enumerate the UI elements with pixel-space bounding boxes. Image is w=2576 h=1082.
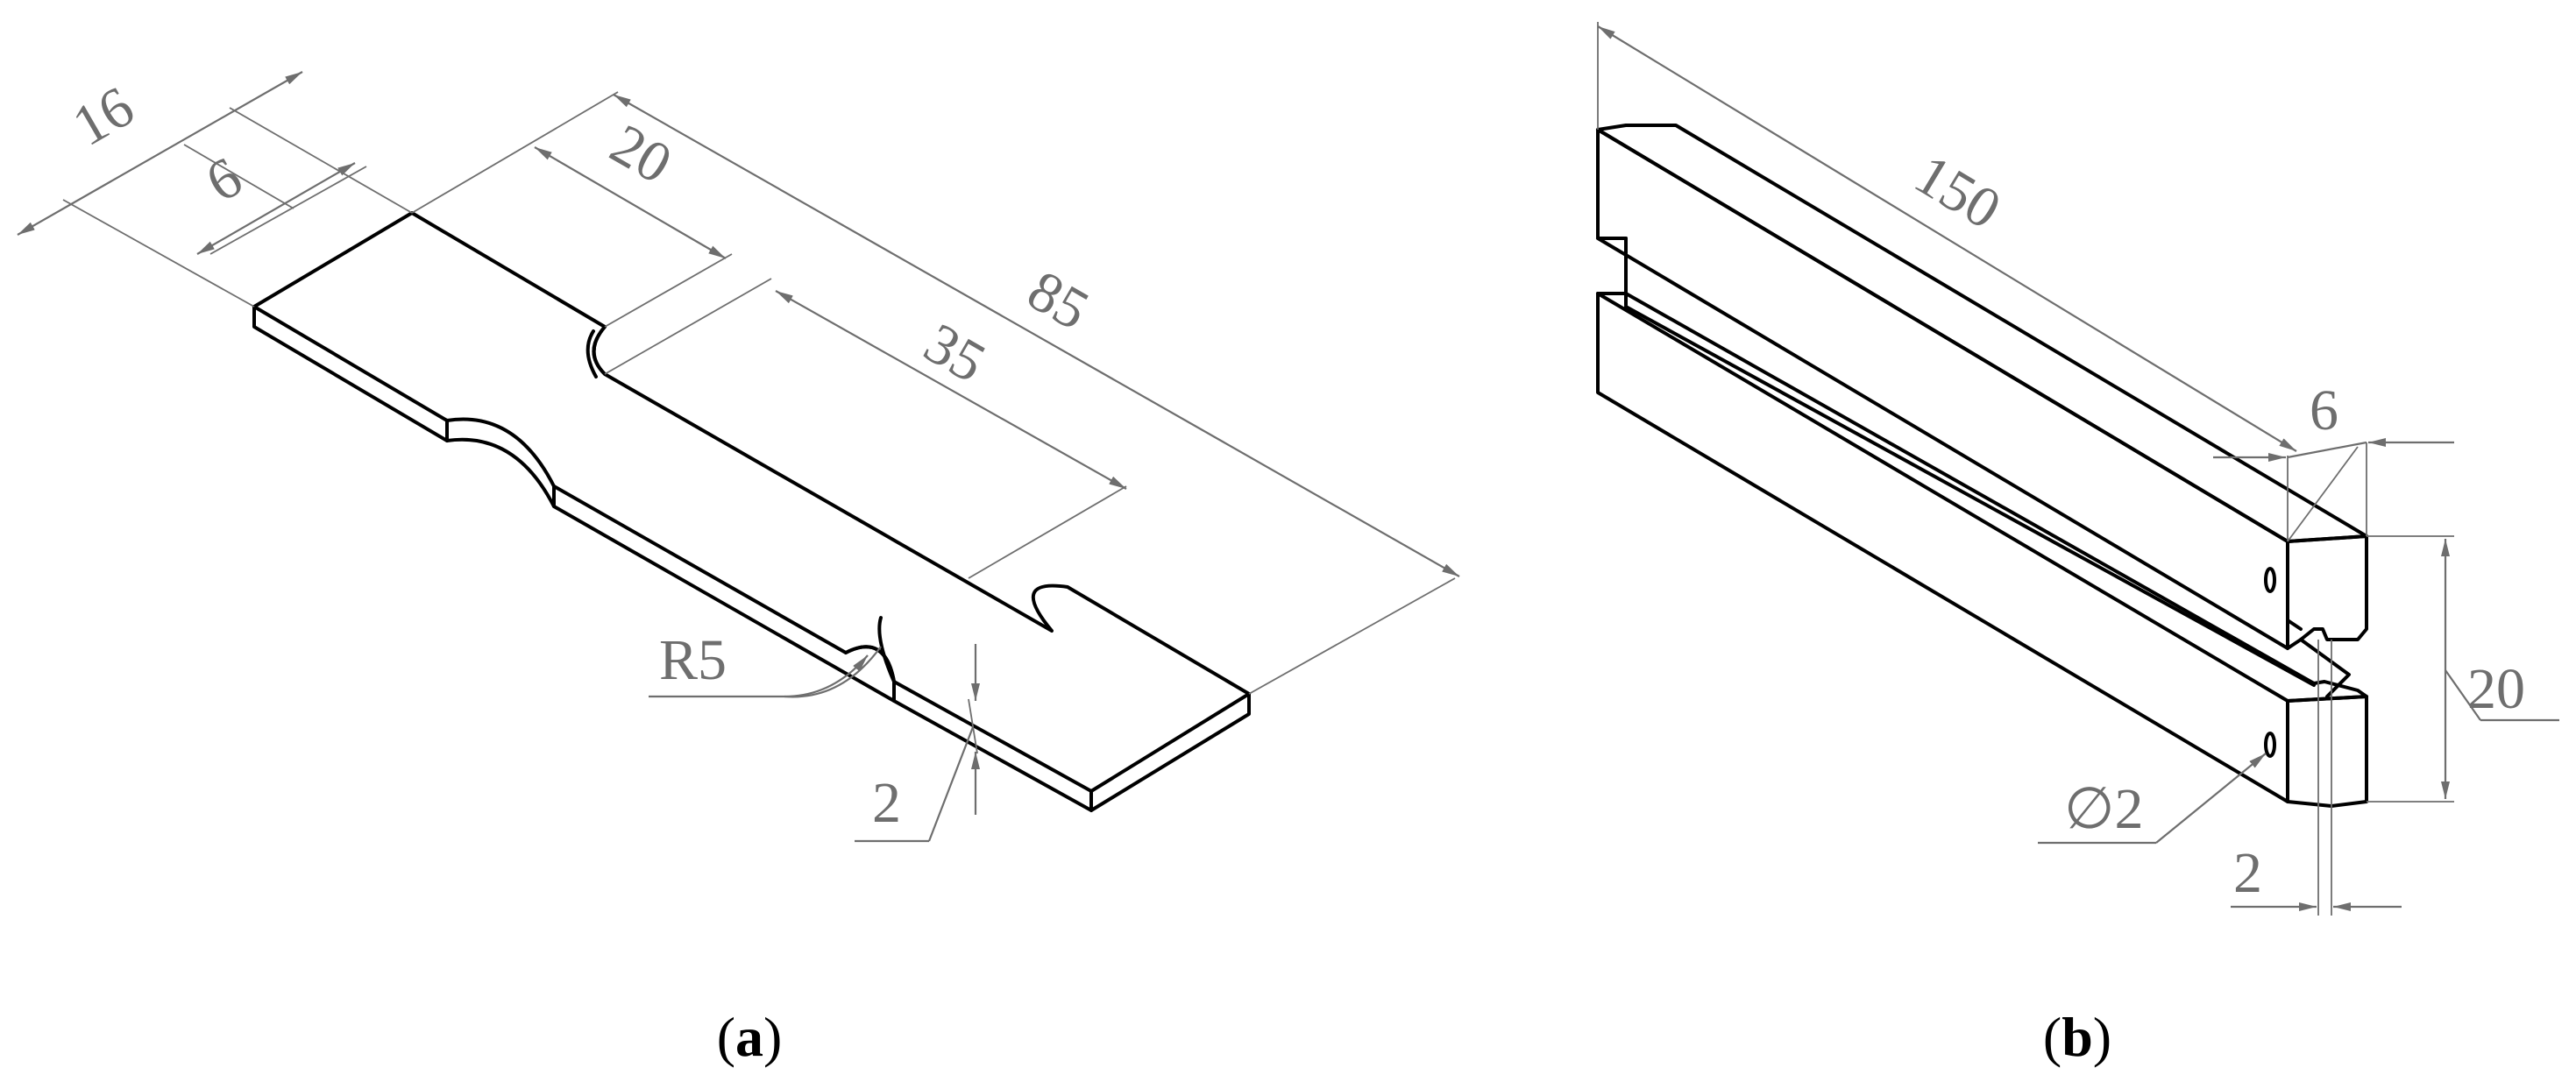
- bar-upper-hole: [2264, 567, 2276, 593]
- caption-a: (a): [717, 1006, 783, 1068]
- dim-hole-diameter: ∅2: [2064, 777, 2144, 841]
- dim-thickness: 2: [872, 771, 901, 835]
- bar-lower-end: [2286, 695, 2368, 808]
- bar-lower-hole: [2264, 732, 2276, 758]
- specimen-upper-fillet-side: [585, 325, 607, 378]
- dim-line-gauge-width: [196, 162, 356, 255]
- bar-upper-end: [2286, 534, 2368, 650]
- caption-b-letter: b: [2062, 1006, 2093, 1068]
- panel-a-specimen: [252, 211, 1251, 812]
- specimen-end-side: [1089, 692, 1251, 812]
- dim-line-length: [1597, 25, 2297, 452]
- dim-total-width: 16: [62, 74, 145, 159]
- bar-lower-front: [1596, 292, 2289, 803]
- specimen-left-grip-side: [252, 305, 449, 442]
- specimen-lower-grip-side: [892, 699, 1093, 812]
- dim-gap: 2: [2233, 841, 2262, 905]
- dim-gauge-length: 35: [914, 311, 997, 395]
- caption-b: (b): [2043, 1006, 2111, 1068]
- panel-b-dimensions: 150 6 20 ∅2 2: [1597, 22, 2559, 916]
- caption-a-letter: a: [735, 1006, 763, 1068]
- dim-fillet-radius: R5: [659, 628, 727, 692]
- bar-groove: [1624, 305, 2351, 698]
- dim-total-length: 85: [1018, 258, 1100, 343]
- specimen-left-fillet-side: [445, 437, 556, 508]
- dim-line-total-width: [17, 71, 303, 236]
- dim-width: 6: [2310, 378, 2338, 442]
- dim-height: 20: [2467, 657, 2525, 721]
- panel-a-dimensions: 16 6 20 35 85 R5 2: [17, 71, 1460, 843]
- specimen-lower-fillet-side: [844, 616, 896, 683]
- dim-grip-length: 20: [600, 112, 683, 196]
- dim-length: 150: [1904, 142, 2011, 242]
- dim-line-total-length: [613, 94, 1460, 577]
